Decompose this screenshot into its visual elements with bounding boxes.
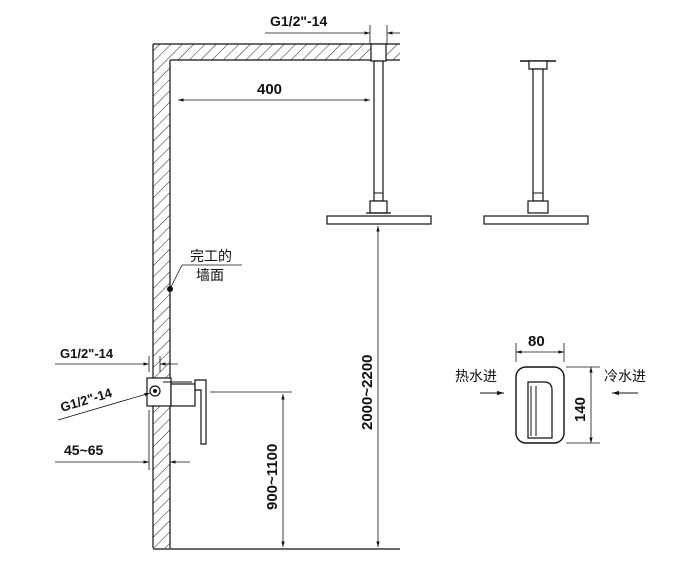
finished-wall-label-line1: 完工的 [190,249,232,265]
mixer-height-label: 900~1100 [264,444,281,510]
finished-wall-label-line2: 墙面 [196,268,224,284]
mixer-thread-label-1: G1/2"-14 [60,346,114,361]
head-height-dimension: 2000~2200 [359,226,380,547]
plate-height-dimension: 140 [566,366,600,444]
mixer-body-side [146,377,207,445]
shower-side-view [483,60,589,225]
hot-inlet-label: 热水进 [455,369,497,385]
plate-width-label: 80 [528,333,545,350]
top-thread-label: G1/2"-14 [270,13,327,29]
plate-width-dimension: 80 [515,333,565,362]
head-height-label: 2000~2200 [359,355,376,431]
shower-head-front [326,212,432,225]
mixer-height-dimension: 900~1100 [210,391,292,547]
wall-depth-dimension: 45~65 [55,410,190,470]
wall-depth-label: 45~65 [64,442,104,458]
finished-wall-note: 完工的 墙面 [167,249,242,292]
mixer-thread-label-2: G1/2"-14 [58,385,114,415]
mixer-thread-callout-2: G1/2"-14 [57,385,151,421]
arm-length-label: 400 [257,81,282,98]
cold-inlet-label: 冷水进 [604,369,646,385]
arm-length-dimension: 400 [178,81,370,102]
top-thread-callout: G1/2"-14 [265,13,400,44]
plate-height-label: 140 [572,397,589,422]
cold-inlet-indicator: 冷水进 [604,369,646,396]
mixer-thread-callout-1: G1/2"-14 [55,346,178,372]
mixer-plate-front [515,366,565,444]
shower-arm-front [369,43,388,214]
hot-inlet-indicator: 热水进 [455,369,504,396]
